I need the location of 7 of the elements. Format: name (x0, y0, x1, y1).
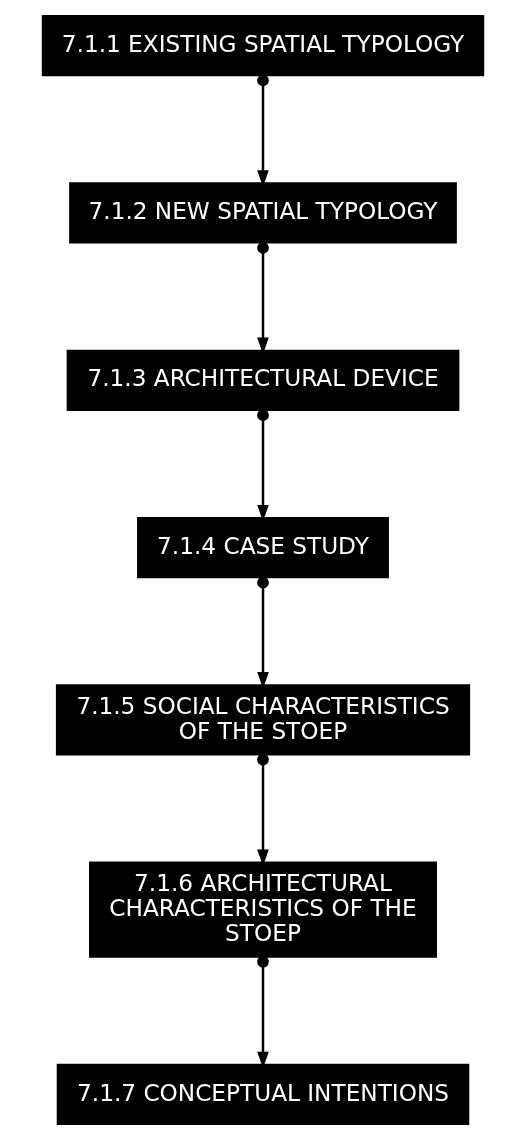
node-box: 7.1.1 EXISTING SPATIAL TYPOLOGY (41, 14, 484, 77)
node-box: 7.1.7 CONCEPTUAL INTENTIONS (56, 1063, 469, 1126)
node-box: 7.1.4 CASE STUDY (136, 516, 389, 579)
node-box: 7.1.5 SOCIAL CHARACTERISTICS OF THE STOEP (55, 684, 470, 756)
node-box: 7.1.6 ARCHITECTURAL CHARACTERISTICS OF THE STOEP (88, 861, 437, 958)
node-box: 7.1.3 ARCHITECTURAL DEVICE (66, 349, 459, 411)
node-box: 7.1.2 NEW SPATIAL TYPOLOGY (68, 182, 457, 244)
